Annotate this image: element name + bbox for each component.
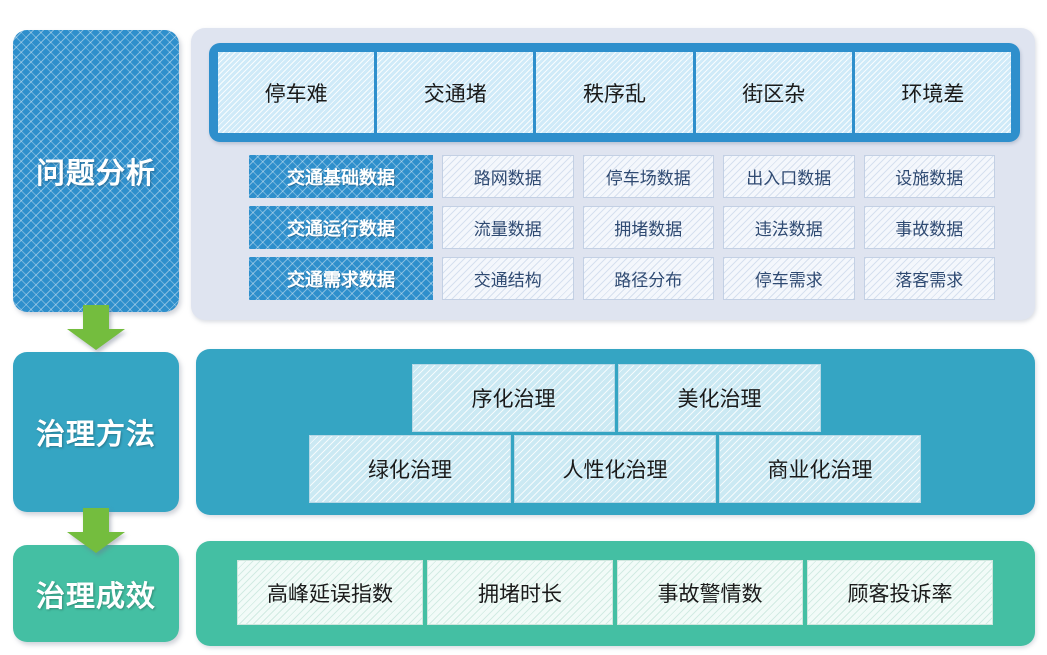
data-cell[interactable]: 停车需求 xyxy=(723,257,855,300)
data-cell[interactable]: 路径分布 xyxy=(582,257,714,300)
data-row: 交通需求数据 交通结构 路径分布 停车需求 落客需求 xyxy=(249,257,995,300)
effect-indicator-card[interactable]: 拥堵时长 xyxy=(427,560,613,625)
issue-label: 停车难 xyxy=(264,81,328,106)
stage-label-text: 问题分析 xyxy=(35,156,156,190)
issue-card[interactable]: 交通堵 xyxy=(377,52,534,133)
data-row: 交通运行数据 流量数据 拥堵数据 违法数据 事故数据 xyxy=(249,206,995,249)
down-arrow-icon xyxy=(67,508,125,553)
data-cell[interactable]: 停车场数据 xyxy=(582,155,714,198)
data-cell[interactable]: 交通结构 xyxy=(442,257,574,300)
data-cell-label: 路网数据 xyxy=(473,169,542,189)
effect-indicator-label: 顾客投诉率 xyxy=(847,581,953,606)
issue-card[interactable]: 停车难 xyxy=(218,52,375,133)
data-cell[interactable]: 违法数据 xyxy=(723,206,855,249)
method-card[interactable]: 绿化治理 xyxy=(309,435,511,503)
data-row-header-label: 交通运行数据 xyxy=(287,218,395,240)
data-row-header-label: 交通基础数据 xyxy=(287,167,395,189)
method-card[interactable]: 商业化治理 xyxy=(719,435,921,503)
issue-card[interactable]: 环境差 xyxy=(854,52,1012,133)
stage-label-problem-analysis: 问题分析 xyxy=(13,30,179,312)
data-cell-label: 出入口数据 xyxy=(746,169,832,189)
data-cell-label: 交通结构 xyxy=(473,271,542,291)
issue-label: 环境差 xyxy=(901,81,965,106)
data-cell-label: 设施数据 xyxy=(895,169,964,189)
data-cell[interactable]: 流量数据 xyxy=(442,206,574,249)
data-cell-label: 事故数据 xyxy=(895,220,964,240)
issue-label: 秩序乱 xyxy=(583,81,646,106)
data-cell[interactable]: 落客需求 xyxy=(863,257,995,300)
method-label: 序化治理 xyxy=(471,387,556,411)
data-cell[interactable]: 出入口数据 xyxy=(723,155,855,198)
data-row-header[interactable]: 交通需求数据 xyxy=(249,257,433,300)
data-cell-label: 流量数据 xyxy=(473,220,542,240)
method-card-row-bottom: 绿化治理 人性化治理 商业化治理 xyxy=(309,435,921,503)
data-cell[interactable]: 设施数据 xyxy=(863,155,995,198)
effect-indicator-label: 事故警情数 xyxy=(657,581,763,606)
down-arrow-icon xyxy=(67,305,125,350)
issue-list-frame: 停车难 交通堵 秩序乱 街区杂 环境差 xyxy=(209,43,1020,142)
effect-indicator-label: 拥堵时长 xyxy=(478,581,562,606)
data-cell[interactable]: 事故数据 xyxy=(863,206,995,249)
effect-indicator-card[interactable]: 高峰延误指数 xyxy=(237,560,423,625)
stage-label-text: 治理成效 xyxy=(35,578,156,613)
data-row: 交通基础数据 路网数据 停车场数据 出入口数据 设施数据 xyxy=(249,155,995,198)
issue-card[interactable]: 秩序乱 xyxy=(536,52,693,133)
data-row-header[interactable]: 交通运行数据 xyxy=(249,206,433,249)
stage-label-governance-effect: 治理成效 xyxy=(13,545,179,642)
data-cell-label: 停车场数据 xyxy=(605,169,691,189)
method-label: 商业化治理 xyxy=(767,458,873,482)
data-category-grid: 交通基础数据 路网数据 停车场数据 出入口数据 设施数据 交通运行数据 流量数据 xyxy=(249,155,995,300)
data-row-header[interactable]: 交通基础数据 xyxy=(249,155,433,198)
method-label: 绿化治理 xyxy=(368,458,452,482)
data-cell-label: 路径分布 xyxy=(614,271,683,291)
data-cell-label: 违法数据 xyxy=(754,220,823,240)
effect-indicator-row: 高峰延误指数 拥堵时长 事故警情数 顾客投诉率 xyxy=(237,560,993,625)
data-cell[interactable]: 拥堵数据 xyxy=(582,206,714,249)
issue-label: 街区杂 xyxy=(742,81,806,106)
issue-label: 交通堵 xyxy=(423,81,487,106)
data-row-header-label: 交通需求数据 xyxy=(287,269,395,291)
data-cell-label: 拥堵数据 xyxy=(614,220,683,240)
method-card-row-top: 序化治理 美化治理 xyxy=(412,364,821,432)
data-cell-label: 落客需求 xyxy=(895,271,964,291)
effect-indicator-label: 高峰延误指数 xyxy=(267,581,393,606)
effect-indicator-card[interactable]: 事故警情数 xyxy=(617,560,803,625)
method-card[interactable]: 美化治理 xyxy=(618,364,821,432)
stage-label-text: 治理方法 xyxy=(35,417,156,451)
data-cell-label: 停车需求 xyxy=(754,271,823,291)
method-label: 人性化治理 xyxy=(562,458,668,482)
method-card[interactable]: 序化治理 xyxy=(412,364,615,432)
effect-indicator-card[interactable]: 顾客投诉率 xyxy=(807,560,993,625)
stage-label-governance-method: 治理方法 xyxy=(13,352,179,512)
issue-card[interactable]: 街区杂 xyxy=(695,52,852,133)
data-cell[interactable]: 路网数据 xyxy=(442,155,574,198)
method-label: 美化治理 xyxy=(677,387,762,411)
method-card[interactable]: 人性化治理 xyxy=(514,435,716,503)
